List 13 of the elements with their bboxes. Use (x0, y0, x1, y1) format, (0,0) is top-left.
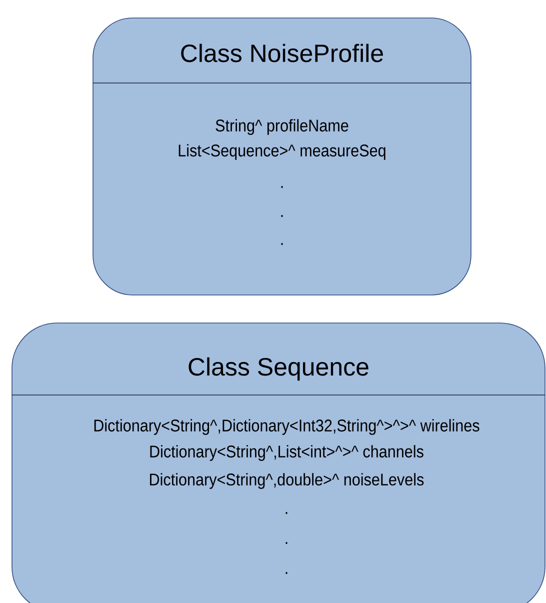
member-text: Dictionary<String^,double>^ noiseLevels (150, 473, 424, 489)
member-text: . (286, 512, 288, 514)
class-title: Class NoiseProfile (181, 44, 383, 62)
member-text: . (281, 186, 283, 188)
member-text: . (286, 542, 288, 544)
member-text: String^ profileName (216, 119, 348, 135)
member-text: . (281, 215, 283, 217)
member-text: List<Sequence>^ measureSeq (178, 144, 386, 160)
member-text: Dictionary<String^,List<int>^>^ channels (150, 445, 424, 461)
member-text: . (281, 243, 283, 245)
member-text: Dictionary<String^,Dictionary<Int32,String^>^>^ wirelines (94, 419, 480, 435)
class-title: Class Sequence (188, 357, 368, 381)
member-text: . (286, 572, 288, 574)
